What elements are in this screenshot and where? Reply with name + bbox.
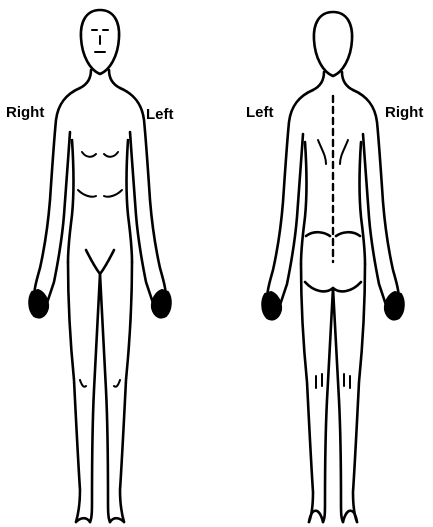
back-right-label: Right: [385, 104, 423, 121]
front-left-label: Left: [146, 106, 174, 123]
back-left-label: Left: [246, 104, 274, 121]
front-body-figure: [29, 10, 171, 522]
front-right-label: Right: [6, 104, 44, 121]
back-body-figure: [262, 12, 404, 522]
